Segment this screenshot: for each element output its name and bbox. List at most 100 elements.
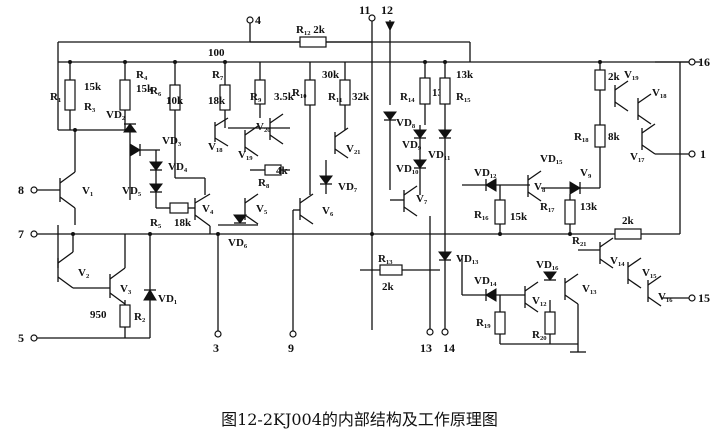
- vd10-label: VD₁₀: [396, 163, 419, 175]
- r15-label: R₁₅: [456, 91, 471, 103]
- r6-value: 10k: [166, 95, 184, 107]
- v8-collector: [527, 170, 542, 181]
- vd6-diode: [233, 214, 247, 224]
- r10-label: R₁₀: [292, 87, 307, 99]
- r9-value: 3.5k: [274, 91, 295, 103]
- v21-label: V₂₁: [346, 143, 361, 155]
- v2-emitter: [57, 276, 74, 289]
- r11-value: 32k: [352, 91, 370, 103]
- vd15-label: VD₁₅: [540, 153, 563, 165]
- r17-value: 13k: [580, 201, 598, 213]
- r19-resistor: [494, 311, 506, 335]
- junction-dot: [68, 60, 72, 64]
- bus-100-label: 100: [208, 47, 225, 59]
- vd13-diode: [438, 251, 452, 261]
- r8-label: R₈: [258, 177, 270, 189]
- v21-emitter: [334, 148, 349, 159]
- r18-resistor: [594, 124, 606, 148]
- r20-label: R₂₀: [532, 329, 547, 341]
- v18-label: V₁₈: [208, 141, 223, 153]
- r5-value: 18k: [174, 217, 192, 229]
- r13-label: R₁₃: [378, 253, 393, 265]
- vd5-diode: [149, 183, 163, 193]
- vd8-label: VD₈: [396, 117, 416, 129]
- r19-label: R₁₉: [476, 317, 491, 329]
- pin11-number: 11: [359, 3, 370, 17]
- v3-collector: [109, 267, 126, 280]
- v13-collector: [564, 273, 579, 284]
- v6-emitter: [299, 214, 314, 225]
- junction-dot: [423, 60, 427, 64]
- junction-dot: [498, 232, 502, 236]
- vd7-label: VD₇: [338, 181, 358, 193]
- v12-emitter: [524, 302, 539, 313]
- v4-label: V₄: [202, 203, 214, 215]
- v18-right-label: V₁₈: [652, 87, 667, 99]
- v8-label: V₈: [534, 181, 546, 193]
- junction-dot: [73, 128, 77, 132]
- v5-label: V₅: [256, 203, 268, 215]
- pin16-terminal: [688, 58, 696, 66]
- r4-resistor: [119, 79, 131, 111]
- v19-label: V₁₉: [238, 149, 253, 161]
- vd3-diode: [129, 143, 141, 157]
- pin3-terminal: [214, 330, 222, 338]
- v3-label: V₃: [120, 283, 132, 295]
- pin14-terminal: [441, 328, 449, 336]
- r19top-resistor: [594, 69, 606, 91]
- v13-label: V₁₃: [582, 283, 597, 295]
- pin1-number: 1: [700, 147, 706, 161]
- vd3-label: VD₃: [162, 135, 182, 147]
- r16-label: R₁₆: [474, 209, 489, 221]
- r7-value: 18k: [208, 95, 226, 107]
- junction-dot: [223, 60, 227, 64]
- junction-dot: [123, 60, 127, 64]
- pin9-terminal: [289, 330, 297, 338]
- pin13-number: 13: [420, 341, 432, 355]
- v16-collector: [647, 275, 662, 286]
- junction-dot: [148, 232, 152, 236]
- r17-label: R₁₇: [540, 201, 555, 213]
- pin8-number: 8: [18, 183, 24, 197]
- v17-emitter: [641, 144, 656, 155]
- pin5-terminal: [30, 334, 38, 342]
- r15-resistor: [439, 77, 451, 105]
- r19top-value: 2k: [608, 71, 621, 83]
- pin1-terminal: [688, 150, 696, 158]
- r14-label: R₁₄: [400, 91, 415, 103]
- vd14-diode: [485, 288, 497, 302]
- pin11-terminal: [368, 14, 376, 22]
- r14-resistor: [419, 77, 431, 105]
- vd16-diode: [543, 271, 557, 281]
- v5-collector: [244, 193, 259, 204]
- v3-emitter: [109, 292, 126, 305]
- r8-value: 4k: [276, 165, 289, 177]
- junction-dot: [568, 232, 572, 236]
- vd1-diode: [143, 289, 157, 301]
- v1-label: V₁: [82, 185, 93, 197]
- vd11-label: VD₁₁: [428, 149, 450, 161]
- r5-resistor: [169, 202, 189, 214]
- junction-dot: [443, 60, 447, 64]
- r12-resistor: [299, 36, 327, 48]
- v14-label: V₁₄: [610, 255, 625, 267]
- v20-emitter: [269, 134, 284, 145]
- v2-label: V₂: [78, 267, 90, 279]
- r18-label: R₁₈: [574, 131, 589, 143]
- v16-label: V₁₆: [658, 291, 673, 303]
- r10-value: 30k: [322, 69, 340, 81]
- vd14-label: VD₁₄: [474, 275, 497, 287]
- v1-emitter: [59, 196, 76, 209]
- pin5-number: 5: [18, 331, 24, 345]
- vd2-diode: [123, 123, 137, 133]
- r16-value: 15k: [510, 211, 528, 223]
- r12-label: R₁₂ 2k: [296, 24, 326, 36]
- v4-emitter: [194, 214, 211, 227]
- pin3-number: 3: [213, 341, 219, 355]
- v17-collector: [641, 123, 656, 134]
- pin4-terminal: [246, 16, 254, 24]
- r1-value: 15k: [84, 81, 102, 93]
- r21-label: R₂₁: [572, 235, 587, 247]
- v15-label: V₁₅: [642, 267, 657, 279]
